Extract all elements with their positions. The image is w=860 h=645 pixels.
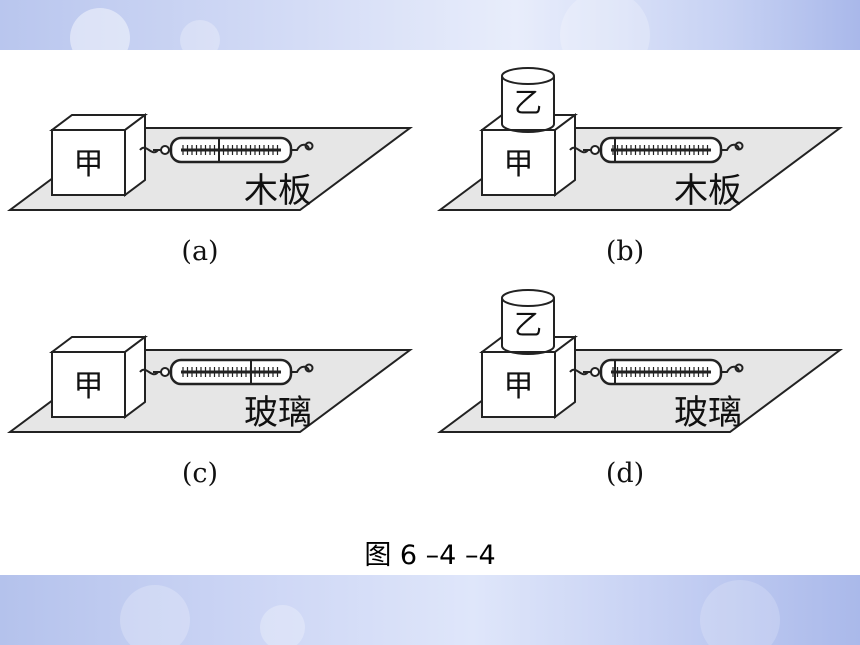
block-label: 甲	[504, 369, 534, 404]
surface-label: 玻璃	[244, 393, 312, 433]
panel-a: 甲木板	[6, 113, 414, 211]
scale-loop	[734, 363, 744, 373]
figure-caption: 图 6 –4 –4	[364, 540, 496, 571]
block-label: 甲	[74, 369, 104, 404]
scale-hook-left	[139, 368, 161, 376]
surface-label: 玻璃	[674, 393, 742, 433]
scale-loop	[304, 363, 314, 373]
cylinder-bottom	[501, 123, 555, 133]
block-front-face	[481, 129, 556, 196]
scale-hook-right	[721, 365, 740, 373]
block-side-face	[554, 335, 576, 419]
scale-ring	[160, 145, 170, 155]
scale-hook-left	[569, 368, 591, 376]
panel-c: 甲玻璃	[6, 335, 414, 433]
decor-bubble	[260, 605, 305, 645]
panel-label-a: (a)	[181, 236, 219, 267]
scale-hook-left	[139, 146, 161, 154]
decor-bubble	[560, 0, 650, 50]
block-side-face	[124, 335, 146, 419]
block-label: 甲	[74, 147, 104, 182]
figure-area: 甲木板甲乙木板甲玻璃甲乙玻璃 (a) (b) (c) (d) 图 6 –4 –4	[0, 50, 860, 575]
decor-bubble	[120, 585, 190, 645]
panel-label-d: (d)	[605, 458, 645, 489]
cylinder-top	[501, 289, 555, 307]
top-decorative-band	[0, 0, 860, 50]
scale-hook-right	[291, 365, 310, 373]
surface-label: 木板	[244, 171, 312, 211]
scale-hook-right	[721, 143, 740, 151]
scale-ring	[160, 367, 170, 377]
panel-label-b: (b)	[605, 236, 645, 267]
scale-ring	[590, 367, 600, 377]
decor-bubble	[700, 580, 780, 645]
block-side-face	[124, 113, 146, 197]
decor-bubble	[70, 8, 130, 50]
scale-hook-right	[291, 143, 310, 151]
block-label: 甲	[504, 147, 534, 182]
block-side-face	[554, 113, 576, 197]
block-front-face	[481, 351, 556, 418]
scale-loop	[304, 141, 314, 151]
block-front-face	[51, 129, 126, 196]
scale-ring	[590, 145, 600, 155]
panel-label-c: (c)	[181, 458, 219, 489]
top-block-label: 乙	[514, 86, 542, 119]
bottom-decorative-band	[0, 575, 860, 645]
cylinder-bottom	[501, 345, 555, 355]
scale-hook-left	[569, 146, 591, 154]
surface-label: 木板	[674, 171, 742, 211]
decor-bubble	[180, 20, 220, 50]
block-front-face	[51, 351, 126, 418]
cylinder-top	[501, 67, 555, 85]
top-block-label: 乙	[514, 308, 542, 341]
scale-loop	[734, 141, 744, 151]
